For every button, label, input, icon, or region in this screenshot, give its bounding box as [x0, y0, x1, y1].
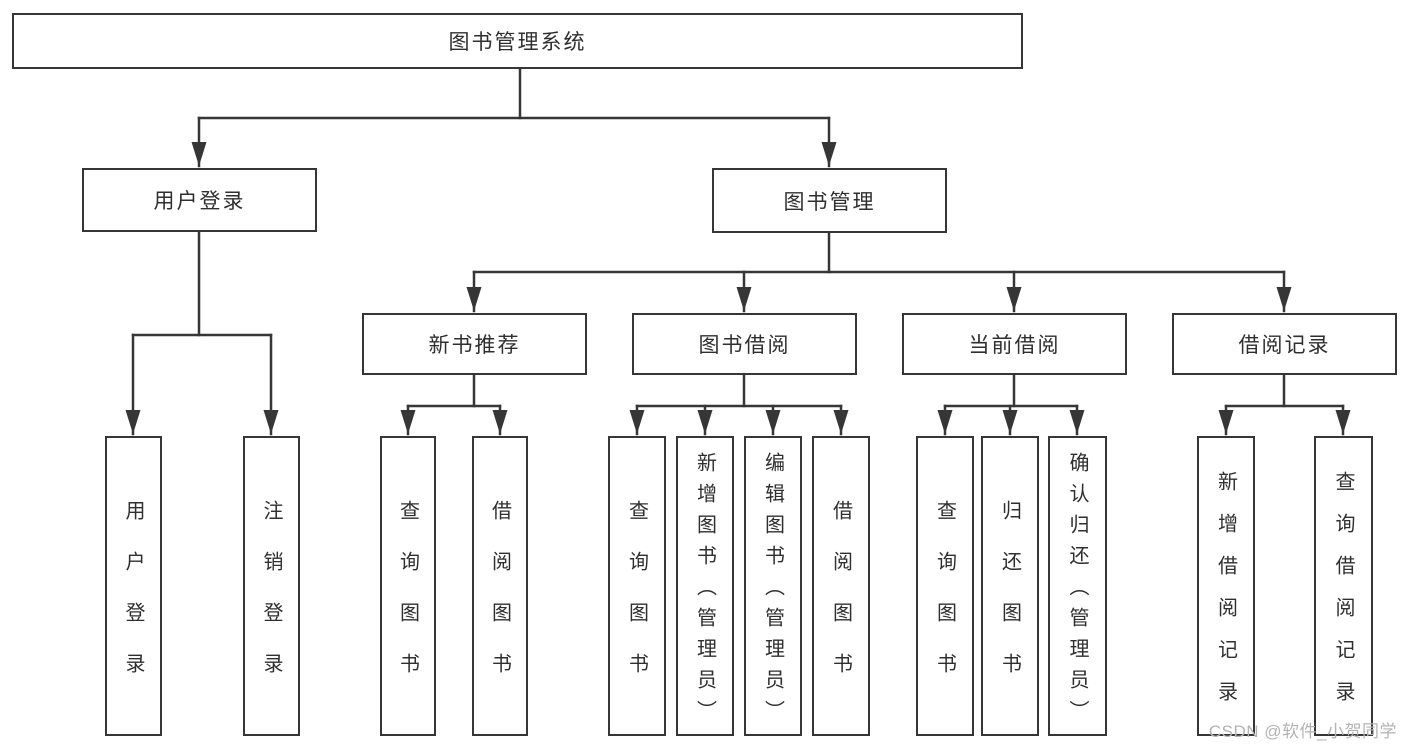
node-label: 图书管理系统 [448, 31, 587, 54]
leaf-label: 查询图书 [625, 499, 648, 704]
node-book-borrowing: 图书借阅 [632, 313, 857, 375]
leaf-label: 新增图书（管理员） [693, 452, 716, 731]
leaf-borrow-books: 借阅图书 [812, 436, 870, 736]
leaf-query-books-borrow: 查询图书 [608, 436, 666, 736]
leaf-query-borrow-record: 查询借阅记录 [1314, 436, 1373, 736]
leaf-label: 确认归还（管理员） [1066, 452, 1088, 731]
connector-user-login-group [125, 230, 279, 436]
leaf-add-borrow-record: 新增借阅记录 [1197, 436, 1255, 736]
leaf-user-login: 用户登录 [105, 436, 162, 736]
node-current-borrowing: 当前借阅 [902, 313, 1127, 375]
leaf-label: 借阅图书 [488, 499, 511, 704]
node-borrowing-records: 借阅记录 [1172, 313, 1397, 375]
connector-borrow-group [629, 373, 849, 436]
node-book-management: 图书管理 [712, 168, 947, 233]
leaf-logout: 注销登录 [243, 436, 300, 736]
leaf-label: 查询图书 [396, 499, 419, 704]
leaf-label: 注销登录 [260, 499, 282, 704]
leaf-edit-book-admin: 编辑图书（管理员） [744, 436, 802, 736]
node-label: 借阅记录 [1238, 334, 1331, 357]
node-label: 图书借阅 [698, 334, 791, 357]
leaf-label: 新增借阅记录 [1214, 471, 1237, 723]
node-library-management-system: 图书管理系统 [12, 13, 1023, 69]
connector-root-to-level2 [191, 66, 837, 168]
leaf-return-book: 归还图书 [981, 436, 1039, 736]
leaf-label: 用户登录 [122, 499, 144, 704]
node-label: 当前借阅 [968, 334, 1061, 357]
leaf-label: 查询图书 [933, 499, 956, 704]
node-new-book-recommend: 新书推荐 [362, 313, 587, 375]
connector-records-group [1218, 373, 1351, 436]
node-label: 新书推荐 [428, 334, 521, 357]
leaf-label: 编辑图书（管理员） [761, 452, 784, 731]
csdn-watermark: CSDN @软件_小贺同学 [1208, 722, 1397, 741]
leaf-query-books-current: 查询图书 [916, 436, 974, 736]
node-user-login: 用户登录 [82, 168, 317, 232]
node-label: 用户登录 [153, 190, 246, 213]
leaf-label: 归还图书 [998, 499, 1021, 704]
leaf-add-book-admin: 新增图书（管理员） [676, 436, 734, 736]
leaf-borrow-books-recommend: 借阅图书 [472, 436, 528, 736]
connector-book-mgmt-to-level3 [466, 231, 1292, 313]
leaf-confirm-return-admin: 确认归还（管理员） [1048, 436, 1107, 736]
node-label: 图书管理 [783, 190, 876, 214]
connector-current-group [937, 373, 1085, 436]
connector-recommend-group [400, 373, 508, 436]
leaf-query-books-recommend: 查询图书 [380, 436, 436, 736]
leaf-label: 查询借阅记录 [1332, 471, 1354, 723]
leaf-label: 借阅图书 [829, 499, 852, 704]
